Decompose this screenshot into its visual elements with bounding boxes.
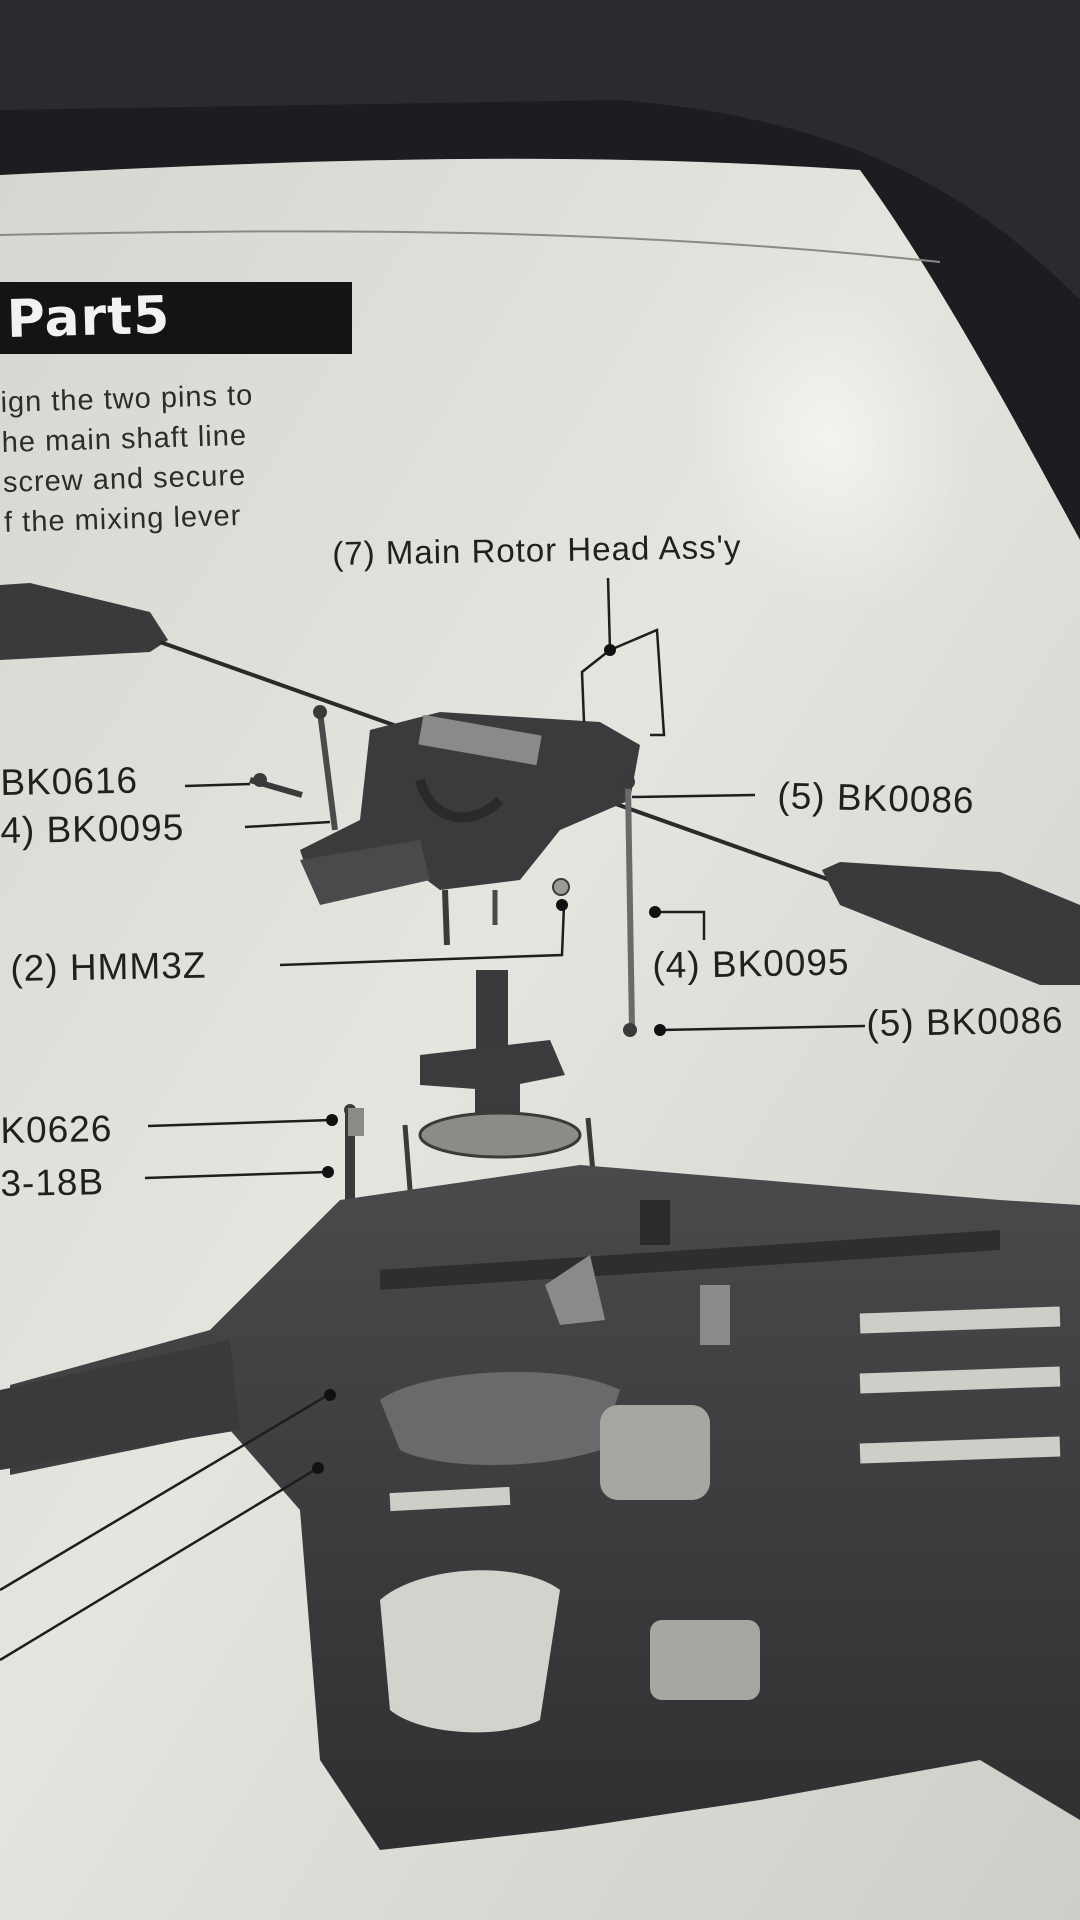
instruction-text: ign the two pins to he main shaft line s… (0, 376, 257, 543)
label-bk0095-left: 4) BK0095 (0, 806, 185, 851)
label-main-rotor-head: (7) Main Rotor Head Ass'y (332, 527, 742, 572)
label-bk0086-right: (5) BK0086 (776, 775, 976, 822)
section-heading: Part5 (6, 285, 172, 350)
label-hmm3z: (2) HMM3Z (10, 944, 207, 989)
label-bk0095-right: (4) BK0095 (652, 941, 850, 986)
fabric-shadow (0, 0, 1080, 300)
label-k0626: K0626 (0, 1108, 113, 1151)
label-3-18b: 3-18B (0, 1161, 105, 1204)
section-heading-box (0, 282, 352, 354)
leader-lines (0, 577, 866, 1662)
main-rotor-assembly (0, 583, 1080, 1037)
label-bk0086-lower: (5) BK0086 (866, 999, 1064, 1044)
label-bk0616: BK0616 (0, 759, 139, 803)
helicopter-frame (0, 1165, 1080, 1850)
leader-dots (312, 644, 666, 1474)
instruction-line: f the mixing lever (3, 499, 242, 539)
